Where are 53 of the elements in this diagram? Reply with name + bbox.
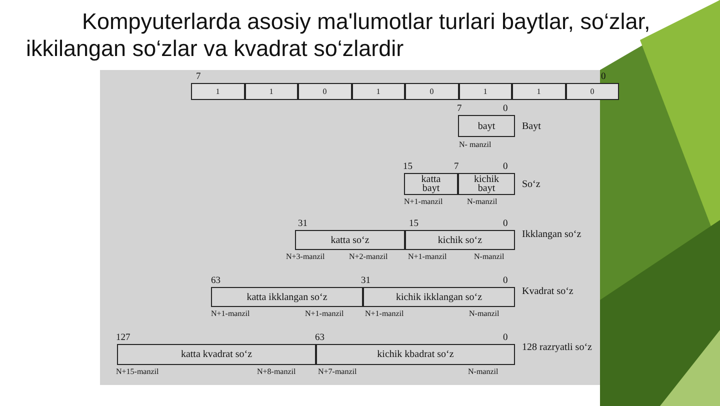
memory-field-box: katta so‘z [295,230,405,250]
bit-cell: 1 [191,83,244,100]
address-label: N+1-manzil [408,252,447,262]
memory-field-box: kichik bayt [458,173,515,195]
bit-cell: 1 [458,83,512,100]
memory-field-box: katta kvadrat so‘z [117,344,316,365]
slide-title: Kompyuterlarda asosiy ma'lumotlar turlari baytlar, so‘zlar, ikkilangan so‘zlar va kvadrat so‘zlardir [26,8,652,62]
address-label: N- manzil [459,140,492,150]
address-label: N+1-manzil [211,309,250,319]
data-type-label: Bayt [522,121,542,132]
address-label: N+8-manzil [257,367,296,377]
memory-field-box: bayt [458,115,515,137]
memory-field-box: kichik ikklangan so‘z [363,287,515,307]
data-type-label: Kvadrat so‘z [522,286,574,297]
bit-number: 0 [503,162,508,172]
bit-number: 0 [503,104,508,114]
data-type-label: So‘z [522,179,542,190]
bit-number: 31 [361,276,370,286]
memory-field-box: kichik kbadrat so‘z [316,344,515,365]
memory-field-box: katta bayt [404,173,458,195]
address-label: N-manzil [467,197,498,207]
bit-number: 63 [315,333,324,343]
bit-number: 7 [454,162,459,172]
address-label: N+1-manzil [404,197,443,207]
bit-number: 15 [409,219,418,229]
bit-number: 0 [503,333,508,343]
data-type-label: Ikklangan so‘z [522,229,582,240]
bit-number: 0 [503,219,508,229]
address-label: N-manzil [474,252,504,262]
bit-number: 0 [601,72,606,82]
bit-cell: 0 [405,83,458,100]
bit-cell: 1 [352,83,405,100]
bit-cell: 1 [512,83,566,100]
address-label: N+1-manzil [305,309,344,319]
address-label: N+3-manzil [286,252,325,262]
address-label: N-manzil [468,367,498,377]
address-label: N+15-manzil [116,367,159,377]
bit-number: 7 [457,104,462,114]
memory-field-box: katta ikklangan so‘z [211,287,363,307]
bit-number: 0 [503,276,508,286]
bit-cell: 0 [566,83,619,100]
bit-number: 7 [196,72,201,82]
address-label: N+7-manzil [318,367,357,377]
bit-number: 63 [211,276,220,286]
bit-cell: 0 [298,83,352,100]
address-label: N-manzil [469,309,500,319]
bit-number: 31 [298,219,308,229]
address-label: N+2-manzil [349,252,388,262]
memory-field-box: kichik so‘z [405,230,515,250]
bit-number: 15 [403,162,412,172]
address-label: N+1-manzil [365,309,404,319]
bit-cell: 1 [244,83,298,100]
bit-number: 127 [116,333,130,343]
